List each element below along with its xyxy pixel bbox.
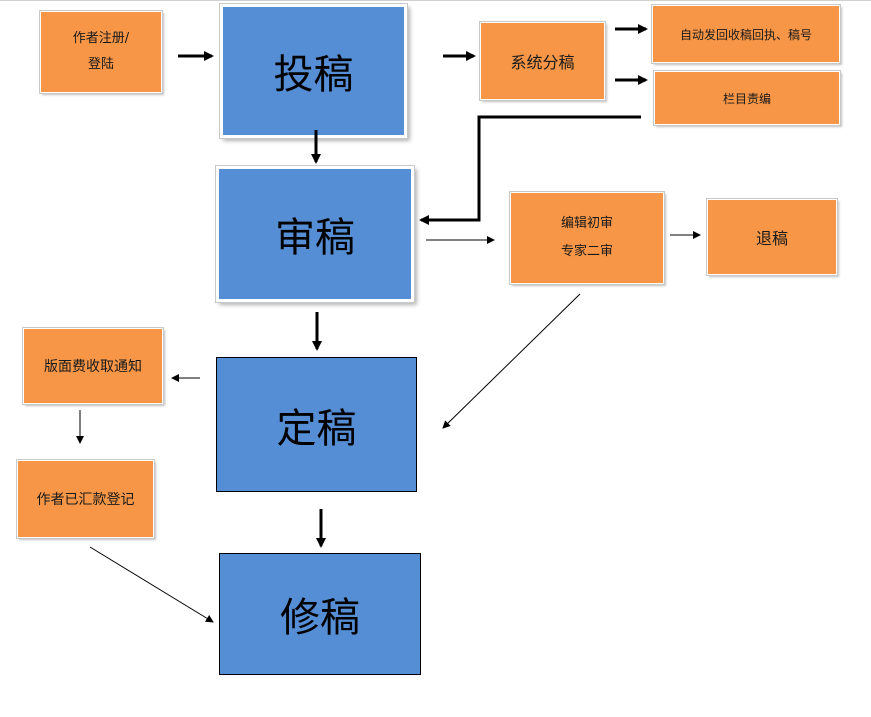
register-login-box: 作者注册/ 登陆: [39, 10, 163, 94]
payment-record-box: 作者已汇款登记: [16, 459, 155, 539]
first-review-label: 编辑初审: [560, 216, 613, 231]
register-login-label-line2: 登陆: [87, 57, 114, 72]
finalize-label: 定稿: [276, 405, 357, 452]
fee-notice-label: 版面费收取通知: [44, 359, 142, 375]
editor-review-box: 编辑初审 专家二审: [509, 191, 665, 285]
payment-record-label: 作者已汇款登记: [36, 492, 135, 508]
register-login-label-line1: 作者注册/: [72, 31, 130, 46]
fee-notice-box: 版面费收取通知: [22, 327, 164, 405]
expert-review-label: 专家二审: [560, 244, 613, 259]
arrow-payment-to-revise: [89, 546, 214, 623]
revise-label: 修稿: [280, 595, 360, 641]
top-rule: [0, 0, 871, 1]
system-assign-label: 系统分稿: [510, 53, 575, 72]
submit-label: 投稿: [273, 52, 354, 98]
auto-receipt-box: 自动发回收稿回执、稿号: [651, 4, 841, 64]
review-box: 审稿: [215, 165, 415, 303]
reject-label: 退稿: [755, 229, 788, 248]
arrow-column-editor-to-review: [419, 115, 641, 225]
auto-receipt-label: 自动发回收稿回执、稿号: [679, 27, 812, 42]
submit-box: 投稿: [219, 3, 408, 139]
column-editor-box: 栏目责编: [653, 70, 841, 126]
finalize-box: 定稿: [216, 357, 417, 492]
review-label: 审稿: [275, 215, 355, 261]
system-assign-box: 系统分稿: [479, 21, 606, 101]
reject-box: 退稿: [706, 198, 838, 276]
column-editor-label: 栏目责编: [722, 91, 771, 106]
arrow-editor-review-to-finalize: [442, 293, 581, 429]
revise-box: 修稿: [219, 553, 421, 675]
